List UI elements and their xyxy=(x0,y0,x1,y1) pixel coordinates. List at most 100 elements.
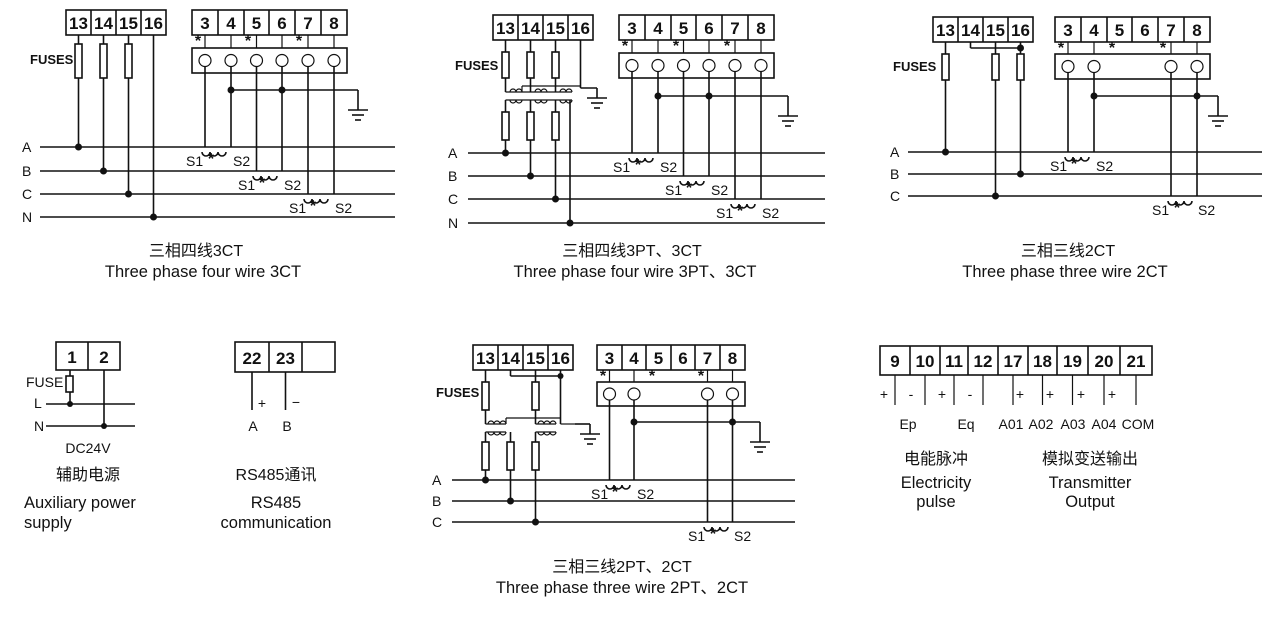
terminal-label: 7 xyxy=(1166,21,1175,40)
ct-s1-label: S1 xyxy=(591,486,608,502)
terminal-label: 14 xyxy=(94,14,113,33)
bus-label: C xyxy=(432,514,442,530)
terminal-label: 14 xyxy=(961,21,980,40)
terminal-label: 13 xyxy=(496,19,515,38)
terminal-label: 9 xyxy=(890,352,899,371)
caption-en: Transmitter xyxy=(1049,474,1132,492)
terminal-label: 16 xyxy=(571,19,590,38)
terminal-label: 16 xyxy=(551,349,570,368)
terminal-label: 14 xyxy=(521,19,540,38)
caption-en: Three phase four wire 3PT、3CT xyxy=(513,263,756,281)
terminal-label: 10 xyxy=(916,352,935,371)
output-label: A03 xyxy=(1061,416,1086,432)
terminal-label: 4 xyxy=(629,349,639,368)
svg-text:*: * xyxy=(195,33,202,50)
diagram-pulse-transmitter: 9 10 11 12 17 18 19 20 21 + - + - + + + … xyxy=(879,345,1154,511)
bus-label: N xyxy=(448,215,458,231)
svg-text:*: * xyxy=(673,38,680,55)
bus-label: A xyxy=(432,472,442,488)
caption-en: supply xyxy=(24,514,72,532)
caption-en: communication xyxy=(221,514,332,532)
caption-en: RS485 xyxy=(251,494,301,512)
terminal-label: 7 xyxy=(303,14,312,33)
ct-s1-label: S1 xyxy=(1152,202,1169,218)
terminal-label: 23 xyxy=(276,349,295,368)
caption-en: Three phase four wire 3CT xyxy=(105,263,301,281)
svg-text:*: * xyxy=(208,151,215,168)
sign-label: + xyxy=(880,386,888,402)
sign-label: + xyxy=(1016,386,1024,402)
terminal-label: 8 xyxy=(728,349,737,368)
bus-label: B xyxy=(22,163,31,179)
sign-label: + xyxy=(1046,386,1054,402)
output-label: Ep xyxy=(899,416,916,432)
terminal-label: 11 xyxy=(945,352,963,371)
fuses-label: FUSES xyxy=(455,58,499,73)
sign-label: + xyxy=(1108,386,1116,402)
ct-s2-label: S2 xyxy=(660,159,677,175)
fuses-label: FUSES xyxy=(30,52,74,67)
bus-label: B xyxy=(890,166,899,182)
svg-text:*: * xyxy=(710,526,717,543)
terminal-label: 12 xyxy=(974,352,993,371)
screw-terminal-strip xyxy=(596,381,746,407)
line-label: N xyxy=(34,418,44,434)
caption-cn: 模拟变送输出 xyxy=(1042,450,1138,468)
caption-cn: 三相四线3CT xyxy=(149,242,243,260)
bus-label: B xyxy=(432,493,441,509)
terminal-label: 19 xyxy=(1063,352,1082,371)
terminal-label: 1 xyxy=(67,348,76,367)
terminal-label: 15 xyxy=(986,21,1005,40)
caption-en: Output xyxy=(1065,493,1115,511)
svg-text:*: * xyxy=(649,368,656,385)
terminal-label: 13 xyxy=(69,14,88,33)
svg-text:*: * xyxy=(1160,40,1167,57)
svg-text:*: * xyxy=(600,368,607,385)
fuses-label: FUSES xyxy=(893,59,937,74)
terminal-label: 8 xyxy=(329,14,338,33)
terminal-label: 6 xyxy=(704,19,713,38)
terminal-label: 13 xyxy=(936,21,955,40)
sign-label: - xyxy=(968,386,973,402)
terminal-label: 5 xyxy=(654,349,663,368)
rs485-terminal-block xyxy=(234,341,336,373)
terminal-label: 15 xyxy=(119,14,138,33)
ct-s2-label: S2 xyxy=(335,200,352,216)
terminal-label: 5 xyxy=(679,19,688,38)
sign-label: + xyxy=(1077,386,1085,402)
ct-s1-label: S1 xyxy=(1050,158,1067,174)
svg-text:*: * xyxy=(622,38,629,55)
ct-s1-label: S1 xyxy=(289,200,306,216)
terminal-label: 15 xyxy=(546,19,565,38)
bus-label: A xyxy=(448,145,458,161)
terminal-label: 4 xyxy=(1089,21,1099,40)
caption-en: pulse xyxy=(916,493,955,511)
voltage-label: DC24V xyxy=(65,440,111,456)
terminal-label: 20 xyxy=(1095,352,1114,371)
sign-label: − xyxy=(292,394,300,410)
ct-s1-label: S1 xyxy=(665,182,682,198)
ct-s1-label: S1 xyxy=(613,159,630,175)
bus-label: N xyxy=(22,209,32,225)
ct-s1-label: S1 xyxy=(716,205,733,221)
terminal-label: 21 xyxy=(1127,352,1146,371)
fuse-label: FUSE xyxy=(26,374,63,390)
output-label: Eq xyxy=(957,416,974,432)
diagram-aux-power: 1 2 FUSE L N DC24V 辅助电源 Auxiliary power … xyxy=(24,341,136,532)
terminal-label: 3 xyxy=(605,349,614,368)
terminal-label: 8 xyxy=(1192,21,1201,40)
caption-cn: 三相三线2CT xyxy=(1021,242,1115,260)
diagram-rs485: 22 23 + − A B RS485通讯 RS485 communicatio… xyxy=(221,341,336,532)
caption-en: Three phase three wire 2CT xyxy=(962,263,1167,281)
pt-transformer-group xyxy=(505,85,581,104)
terminal-label: 5 xyxy=(252,14,261,33)
terminal-label: 13 xyxy=(476,349,495,368)
terminal-label: 4 xyxy=(226,14,236,33)
terminal-label: 6 xyxy=(678,349,687,368)
svg-text:*: * xyxy=(686,180,693,197)
svg-text:*: * xyxy=(259,175,266,192)
terminal-label: 17 xyxy=(1004,352,1023,371)
bus-label: C xyxy=(448,191,458,207)
diagram-3p4w-3pt-3ct: 13 14 15 16 3 4 5 6 7 8 * * * FUSES xyxy=(448,14,825,281)
